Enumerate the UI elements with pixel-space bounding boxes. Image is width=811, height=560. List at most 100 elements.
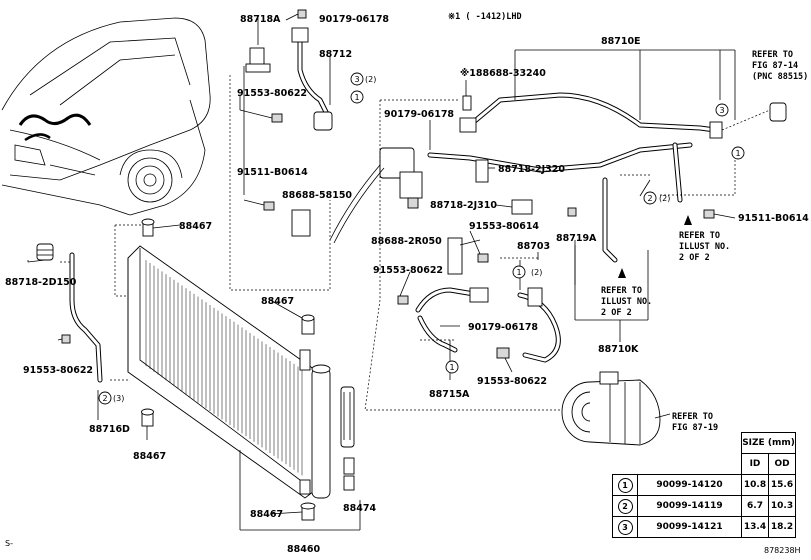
ref-illust-b-line2: ILLUST NO. <box>601 297 652 307</box>
pipe-88710E <box>427 92 723 263</box>
ref-fig-87-14-line3: (PNC 88515) <box>752 72 808 82</box>
label-88467-c[interactable]: 88467 <box>261 296 294 307</box>
bracket-88688-2R050 <box>447 237 463 275</box>
label-88718A[interactable]: 88718A <box>240 14 281 25</box>
table-row: 2 90099-14119 6.7 10.3 <box>612 495 796 517</box>
pipe-88716D <box>69 252 103 383</box>
label-88688-33240[interactable]: ※188688-33240 <box>460 68 546 79</box>
mark-3: 3 <box>617 519 633 535</box>
label-90179-06178-low[interactable]: 90179-06178 <box>468 322 538 333</box>
size-table-title: SIZE (mm) <box>741 432 796 454</box>
table-cell-part[interactable]: 90099-14120 <box>637 474 742 496</box>
svg-text:2: 2 <box>647 194 652 203</box>
note-88712: (2) <box>365 75 376 84</box>
label-88716D[interactable]: 88716D <box>89 424 130 435</box>
footer-left: S- <box>5 539 13 548</box>
bolt-91553-80622-a <box>271 113 283 123</box>
bolt-91511-B0614-a <box>263 201 275 211</box>
condenser-core <box>145 260 303 476</box>
mark-2: 2 <box>617 498 633 514</box>
plug-88474 <box>343 457 355 491</box>
label-88710E[interactable]: 88710E <box>601 36 641 47</box>
label-88718-2J320[interactable]: 88718-2J320 <box>498 164 565 175</box>
table-cell-part[interactable]: 90099-14121 <box>637 516 742 538</box>
label-88718-2J310[interactable]: 88718-2J310 <box>430 200 497 211</box>
label-90179-06178-top[interactable]: 90179-06178 <box>319 14 389 25</box>
clip-88688-33240 <box>462 95 472 111</box>
label-91511-B0614-a[interactable]: 91511-B0614 <box>237 167 308 178</box>
label-88467-b[interactable]: 88467 <box>133 451 166 462</box>
bolt-91553-80614 <box>477 253 489 263</box>
label-88474[interactable]: 88474 <box>343 503 376 514</box>
header-note: ※1 ( -1412)LHD <box>448 12 522 22</box>
table-cell-od: 10.3 <box>768 495 796 517</box>
pressure-switch <box>769 102 787 122</box>
mark-1: 1 <box>617 477 633 493</box>
hose-88703 <box>415 287 561 363</box>
label-88710K[interactable]: 88710K <box>598 344 639 355</box>
liquid-pipe <box>329 164 381 241</box>
bolt-91511-B0614-b <box>703 209 715 219</box>
ref-fig-87-19[interactable]: REFER TO FIG 87-19 <box>672 412 718 433</box>
bracket-88718A <box>245 47 271 73</box>
arrow-down-icon <box>684 215 692 225</box>
label-88467-a[interactable]: 88467 <box>179 221 212 232</box>
valve-block <box>379 147 423 209</box>
compressor <box>561 371 661 446</box>
svg-text:1: 1 <box>449 363 454 372</box>
note-88716D: (3) <box>113 394 124 403</box>
table-cell-od: 18.2 <box>768 516 796 538</box>
label-91553-80614[interactable]: 91553-80614 <box>469 221 539 232</box>
table-row: 1 90099-14120 10.8 15.6 <box>612 474 796 496</box>
ref-illust-b[interactable]: REFER TO ILLUST NO. 2 OF 2 <box>601 286 652 318</box>
ref-illust-a-line3: 2 OF 2 <box>679 253 710 263</box>
ref-illust-a[interactable]: REFER TO ILLUST NO. 2 OF 2 <box>679 231 730 263</box>
bushing-88467-top <box>141 218 155 237</box>
guide-lines <box>60 75 771 411</box>
label-88703[interactable]: 88703 <box>517 241 550 252</box>
bolt-91553-80622-d <box>496 347 510 359</box>
note-88710E: (2) <box>659 194 670 203</box>
ref-illust-b-line3: 2 OF 2 <box>601 308 632 318</box>
label-91511-B0614-b[interactable]: 91511-B0614 <box>738 213 809 224</box>
ref-illust-b-line1: REFER TO <box>601 286 642 296</box>
svg-text:1: 1 <box>735 149 740 158</box>
label-88467-d[interactable]: 88467 <box>250 509 283 520</box>
part-labels: 88718A 90179-06178 88712 (2) 91553-80622… <box>5 14 809 555</box>
label-88719A[interactable]: 88719A <box>556 233 597 244</box>
label-88688-2R050[interactable]: 88688-2R050 <box>371 236 442 247</box>
ref-fig-87-14-line1: REFER TO <box>752 50 793 60</box>
bushing-88467-left <box>141 408 154 427</box>
pipe-88715A <box>417 315 458 353</box>
label-91553-80622-d[interactable]: 91553-80622 <box>477 376 547 387</box>
ref-fig-87-14-line2: FIG 87-14 <box>752 61 798 71</box>
ref-fig-87-19-line1: REFER TO <box>672 412 713 422</box>
table-cell-id: 6.7 <box>741 495 769 517</box>
clamp-88718-2J320 <box>475 159 489 183</box>
oring-small <box>567 207 577 217</box>
bushing-88467-bottom <box>300 502 316 521</box>
size-table: SIZE (mm) ID OD 1 90099-14120 10.8 15.6 … <box>612 432 796 538</box>
ref-fig-87-19-line2: FIG 87-19 <box>672 423 718 433</box>
svg-text:1: 1 <box>354 93 359 102</box>
bushing-88467-mid <box>301 314 315 335</box>
label-88688-58150[interactable]: 88688-58150 <box>282 190 352 201</box>
circled-marks: 3 1 2 3 1 2 1 1 <box>98 72 745 405</box>
bolt-91553-80622-b <box>61 334 71 344</box>
label-91553-80622-b[interactable]: 91553-80622 <box>23 365 93 376</box>
ref-illust-a-line2: ILLUST NO. <box>679 242 730 252</box>
label-88718-2D150[interactable]: 88718-2D150 <box>5 277 77 288</box>
svg-text:1: 1 <box>516 268 521 277</box>
note-88703: (2) <box>531 268 542 277</box>
table-cell-id: 13.4 <box>741 516 769 538</box>
clamp-88718-2J310 <box>511 199 533 215</box>
ref-fig-87-14[interactable]: REFER TO FIG 87-14 (PNC 88515) <box>752 50 808 82</box>
label-88715A[interactable]: 88715A <box>429 389 470 400</box>
label-91553-80622-c[interactable]: 91553-80622 <box>373 265 443 276</box>
label-90179-06178-mid[interactable]: 90179-06178 <box>384 109 454 120</box>
label-88712[interactable]: 88712 <box>319 49 352 60</box>
label-88460[interactable]: 88460 <box>287 544 320 555</box>
label-91553-80622-a[interactable]: 91553-80622 <box>237 88 307 99</box>
table-cell-part[interactable]: 90099-14119 <box>637 495 742 517</box>
